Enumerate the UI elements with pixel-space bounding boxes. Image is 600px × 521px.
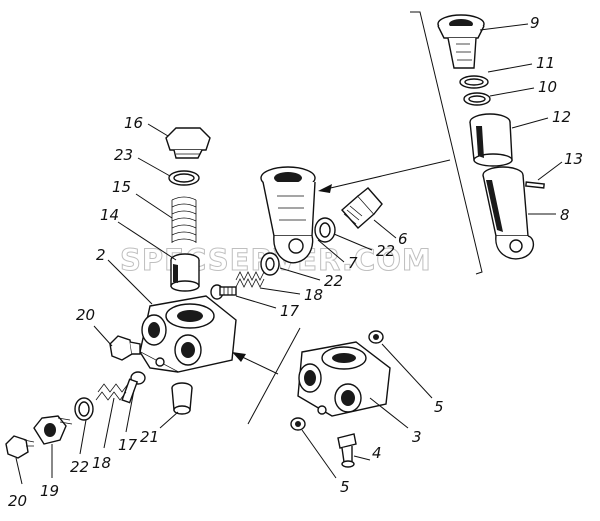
plunger-knob-part-9 (437, 14, 485, 69)
pin-part-13 (525, 181, 545, 189)
callout-11: 11 (536, 54, 555, 72)
callout-5-lower: 5 (340, 478, 350, 496)
coil-spring-part-15 (171, 196, 197, 243)
cap-nut-part-16 (165, 127, 211, 159)
callout-4: 4 (372, 444, 382, 462)
upper-housing-part-7 (260, 166, 316, 264)
pump-body-part-3 (297, 341, 391, 417)
callout-3: 3 (412, 428, 422, 446)
assembly-arrow-lower (232, 327, 301, 425)
callout-2: 2 (96, 246, 106, 264)
nut-part-5-upper (368, 330, 384, 344)
bolt-part-17-middle (210, 284, 237, 300)
bushing-part-14 (170, 253, 200, 292)
lever-body-part-8 (482, 166, 535, 260)
bolt-part-17-lower (121, 371, 146, 404)
callout-12: 12 (552, 108, 571, 126)
callout-7: 7 (348, 254, 358, 272)
washer-part-22-upper (314, 217, 336, 243)
callout-23: 23 (114, 146, 133, 164)
spring-part-18-lower (95, 383, 129, 401)
callout-21: 21 (140, 428, 159, 446)
callout-22-lower: 22 (70, 458, 89, 476)
callout-16: 16 (124, 114, 143, 132)
callout-13: 13 (564, 150, 583, 168)
callout-18-upper: 18 (304, 286, 323, 304)
leader-lines (15, 23, 563, 485)
spring-part-18-middle (235, 271, 265, 288)
callout-8: 8 (560, 206, 570, 224)
washer-part-22-lower (74, 397, 94, 421)
o-ring-part-10 (463, 92, 491, 106)
hex-plug-part-20-lower (5, 435, 35, 459)
valve-part-4 (337, 433, 357, 468)
callout-20-lower: 20 (8, 492, 27, 510)
hex-plug-part-20-middle (109, 335, 141, 361)
callout-19: 19 (40, 482, 59, 500)
washer-part-22-middle (260, 252, 280, 276)
bracket-line (410, 11, 483, 275)
assembly-arrow-upper (318, 159, 451, 193)
nut-part-5-lower (290, 417, 306, 431)
callout-14: 14 (100, 206, 119, 224)
o-ring-part-11 (459, 75, 489, 89)
union-fitting-part-19 (33, 415, 73, 445)
pump-body-part-2 (139, 295, 237, 373)
callout-17-upper: 17 (280, 302, 300, 320)
callout-15: 15 (112, 178, 131, 196)
callout-6: 6 (398, 230, 408, 248)
o-ring-part-23 (168, 170, 200, 186)
callout-10: 10 (538, 78, 557, 96)
callout-17-lower: 17 (118, 436, 138, 454)
callout-22-middle: 22 (324, 272, 343, 290)
callout-22-upper: 22 (376, 242, 395, 260)
callout-5-upper: 5 (434, 398, 444, 416)
callout-9: 9 (530, 14, 540, 32)
bushing-part-21 (171, 382, 193, 415)
callout-20-middle: 20 (76, 306, 95, 324)
check-valve-part-6 (341, 187, 383, 229)
sleeve-part-12 (469, 113, 513, 167)
callout-18-lower: 18 (92, 454, 111, 472)
